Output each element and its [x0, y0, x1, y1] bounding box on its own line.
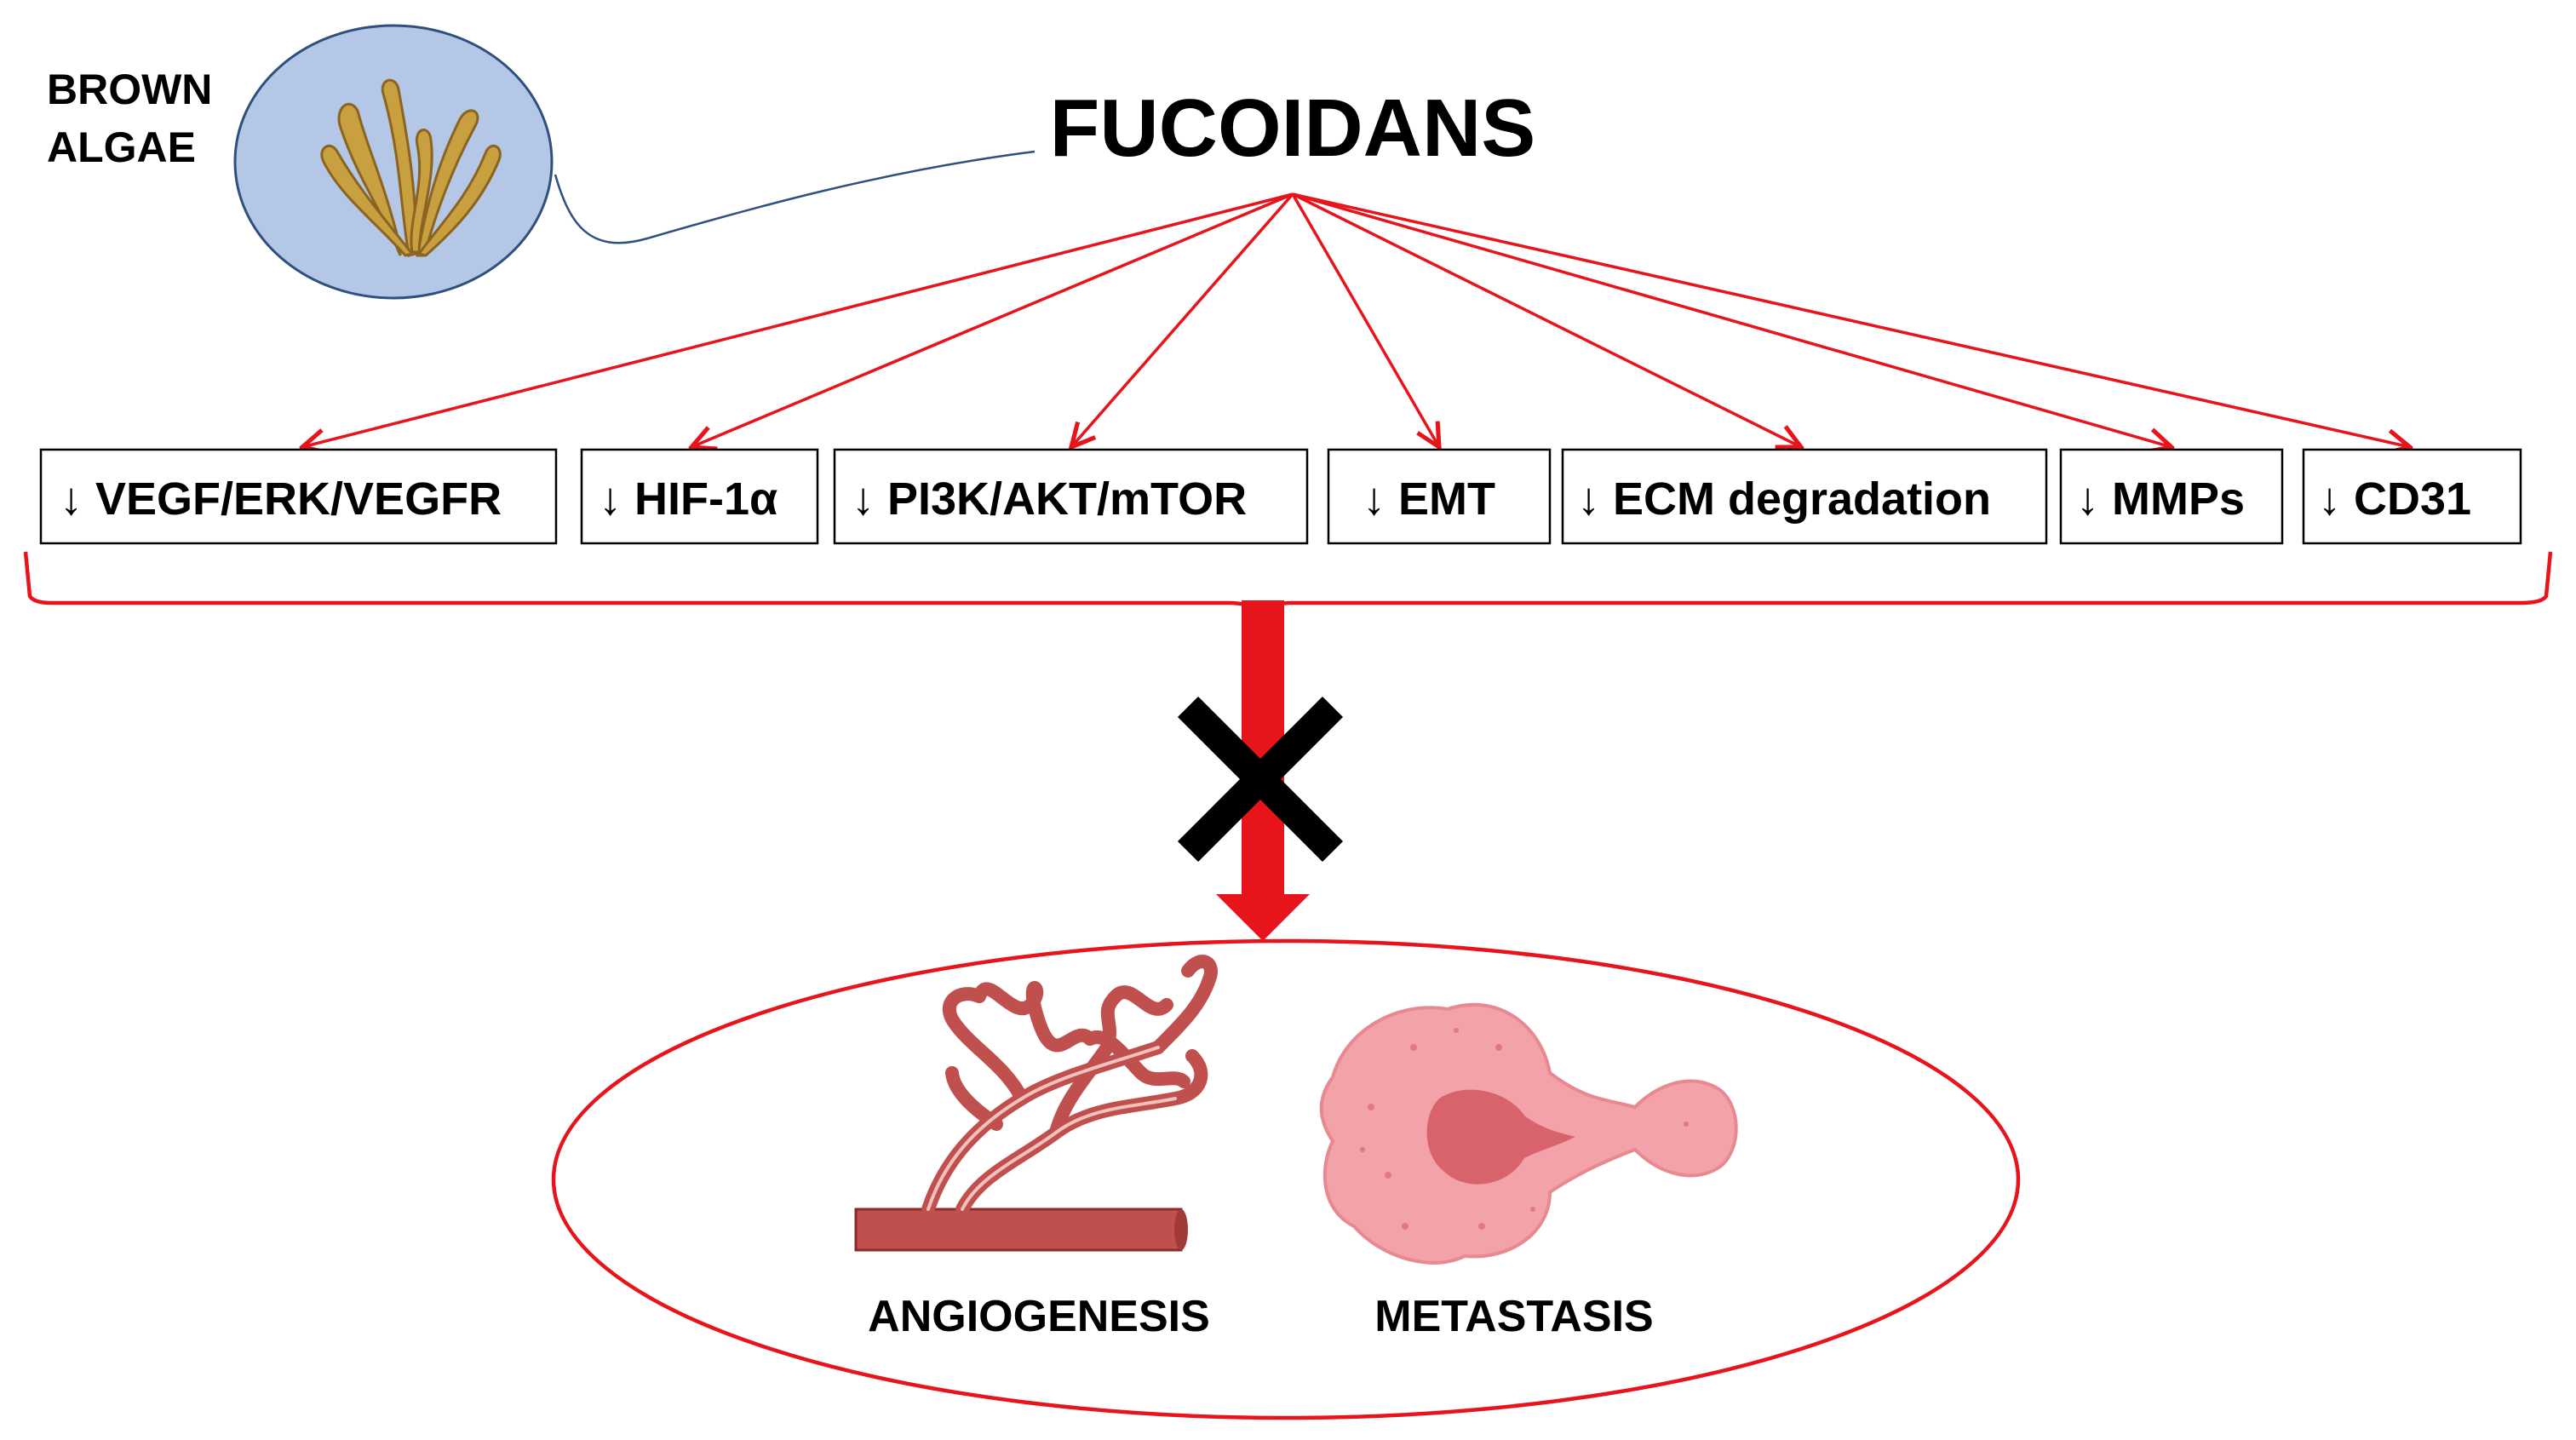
arrow-to-pi3k — [1071, 192, 1294, 447]
grouping-bracket — [23, 551, 2553, 615]
brown-algae-group: BROWN ALGAE — [47, 24, 554, 300]
algae-label-line1: BROWN — [47, 66, 212, 113]
target-box-vegf: ↓ VEGF/ERK/VEGFR — [39, 448, 558, 545]
outcome-label-angiogenesis: ANGIOGENESIS — [868, 1292, 1210, 1341]
arrow-to-mmps — [1292, 192, 2172, 447]
seaweed-icon — [320, 78, 502, 257]
target-label: ↓ HIF-1α — [599, 473, 777, 525]
algae-connector-line — [554, 150, 1036, 244]
fucoidans-title: FUCOIDANS — [1050, 83, 1536, 174]
target-label: ↓ MMPs — [2076, 473, 2245, 525]
target-box-emt: ↓ EMT — [1327, 448, 1552, 545]
arrow-to-hif — [691, 192, 1294, 447]
target-label: ↓ CD31 — [2318, 473, 2471, 525]
target-box-hif: ↓ HIF-1α — [580, 448, 819, 545]
arrow-to-emt — [1291, 193, 1439, 447]
arrow-to-cd31 — [1292, 192, 2410, 447]
fan-arrows — [302, 192, 2410, 447]
arrow-to-vegf — [302, 192, 1294, 447]
target-box-mmps: ↓ MMPs — [2059, 448, 2284, 545]
algae-label-line2: ALGAE — [47, 123, 196, 171]
target-label: ↓ PI3K/AKT/mTOR — [852, 473, 1247, 525]
outcome-label-metastasis: METASTASIS — [1374, 1292, 1653, 1341]
blood-vessel-icon — [854, 955, 1218, 1252]
outcome-ellipse — [551, 938, 2021, 1420]
metastatic-cell-icon — [1319, 1002, 1738, 1265]
target-label: ↓ ECM degradation — [1577, 473, 1991, 525]
target-box-ecm: ↓ ECM degradation — [1561, 448, 2048, 545]
target-label: ↓ VEGF/ERK/VEGFR — [60, 473, 502, 525]
block-x-icon — [1177, 696, 1344, 863]
target-box-pi3k: ↓ PI3K/AKT/mTOR — [833, 448, 1309, 545]
arrow-to-ecm — [1292, 192, 1801, 447]
target-label: ↓ EMT — [1363, 473, 1495, 525]
target-box-cd31: ↓ CD31 — [2302, 448, 2522, 545]
algae-circle — [233, 24, 554, 300]
